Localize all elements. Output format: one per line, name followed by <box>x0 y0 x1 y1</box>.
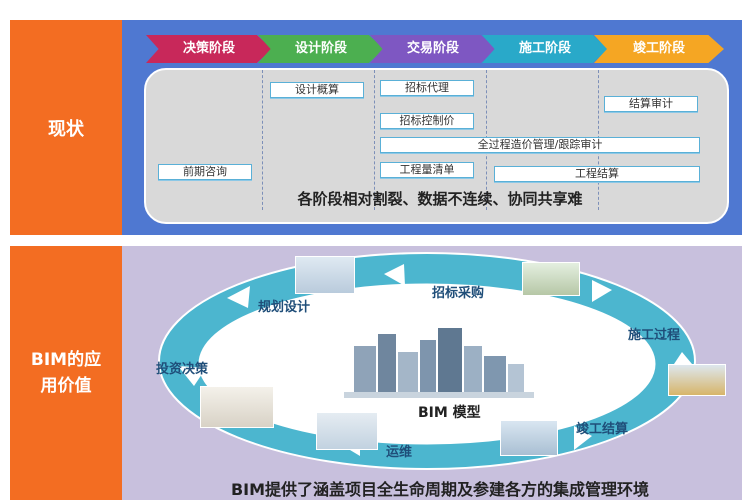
task-bid-control-price: 招标控制价 <box>380 113 474 129</box>
section-label-bim: BIM的应用价值 <box>10 246 136 500</box>
lifecycle-planning-design: 规划设计 <box>258 300 311 315</box>
excavator-photo <box>668 364 726 396</box>
lifecycle-operation: 运维 <box>386 445 413 460</box>
summary-text: 各阶段相对割裂、数据不连续、协同共享难 <box>297 190 583 208</box>
lifecycle-construction-process: 施工过程 <box>628 328 681 343</box>
lifecycle-investment-decision: 投资决策 <box>156 362 209 377</box>
construction-site-photo <box>522 262 580 296</box>
section-bim-text: BIM的应用价值 <box>30 350 102 396</box>
task-bid-agent: 招标代理 <box>380 80 474 96</box>
stage-trading: 交易阶段 <box>370 35 496 63</box>
section-label-current: 现状 <box>10 20 136 235</box>
stage-construction: 施工阶段 <box>482 35 608 63</box>
task-early-consult: 前期咨询 <box>158 164 252 180</box>
bim-model-label: BIM 模型 <box>418 405 481 421</box>
stage-design: 设计阶段 <box>258 35 384 63</box>
stage-completion: 竣工阶段 <box>594 35 724 63</box>
section-current-text: 现状 <box>48 118 84 140</box>
divider <box>262 70 263 210</box>
stage-decision: 决策阶段 <box>146 35 272 63</box>
task-full-cost-mgmt: 全过程造价管理/跟踪审计 <box>380 137 700 153</box>
lifecycle-bidding-purchase: 招标采购 <box>432 286 485 301</box>
bottom-caption: BIM提供了涵盖项目全生命周期及参建各方的集成管理环境 <box>230 480 650 499</box>
task-bill-of-quantities: 工程量清单 <box>380 162 474 178</box>
city-model-icon <box>344 328 534 398</box>
task-design-estimate: 设计概算 <box>270 82 364 98</box>
task-final-audit: 结算审计 <box>604 96 698 112</box>
meeting-photo <box>200 386 274 428</box>
lifecycle-completion-settlement: 竣工结算 <box>576 422 629 437</box>
lifecycle-ring <box>158 252 697 470</box>
task-project-settlement: 工程结算 <box>494 166 700 182</box>
handshake-photo <box>295 256 355 294</box>
divider <box>374 70 375 210</box>
maintenance-photo <box>316 412 378 450</box>
building-photo <box>500 420 558 456</box>
